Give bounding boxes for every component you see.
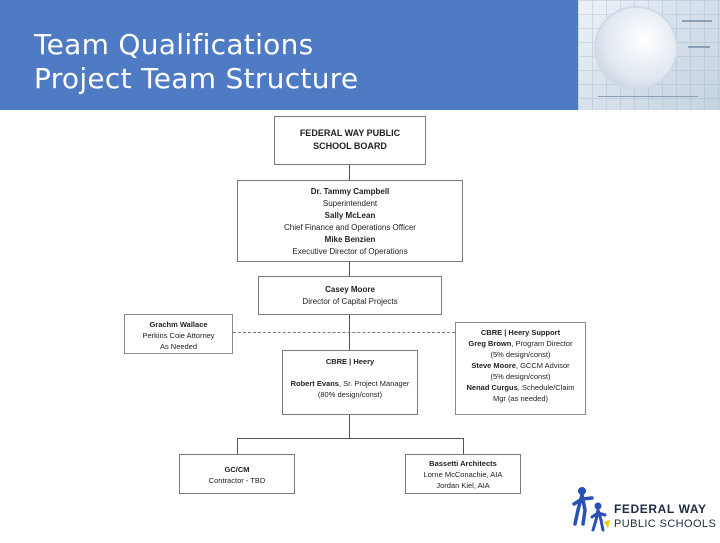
superintendent-box: Dr. Tammy Campbell Superintendent Sally …: [237, 180, 463, 262]
gccm-box: GC/CM Contractor - TBD: [179, 454, 295, 494]
architect-1: Lorne McConachie, AIA: [423, 470, 503, 479]
connector-line: [349, 165, 350, 180]
connector-line: [237, 438, 238, 454]
logo-line-1: FEDERAL WAY: [614, 502, 707, 516]
legal-role: Perkins Coie Attorney: [142, 331, 215, 340]
support-heading: CBRE | Heery Support: [480, 328, 561, 337]
slide-title-line-2: Project Team Structure: [34, 62, 359, 95]
project-manager-title: , Sr. Project Manager: [338, 379, 410, 388]
cfo-name: Sally McLean: [324, 211, 376, 220]
dashed-connector-line: [233, 332, 455, 333]
legal-name: Grachm Wallace: [149, 320, 208, 329]
board-line-2: SCHOOL BOARD: [313, 141, 387, 151]
program-director-name: Greg Brown: [468, 339, 512, 348]
slide-title-line-1: Team Qualifications: [34, 28, 314, 61]
architects-heading: Bassetti Architects: [429, 459, 497, 468]
school-board-box: FEDERAL WAY PUBLIC SCHOOL BOARD: [274, 116, 426, 165]
people-figures-icon: [572, 487, 610, 532]
program-director-title: , Program Director: [511, 339, 573, 348]
blueprint-image: [578, 0, 720, 110]
logo-line-2: PUBLIC SCHOOLS: [614, 518, 717, 530]
architect-2: Jordan Kiel, AIA: [436, 481, 490, 490]
operations-director-title: Executive Director of Operations: [292, 247, 408, 256]
connector-line: [237, 438, 464, 439]
gccm-heading: GC/CM: [224, 465, 250, 474]
schedule-manager-line: Nenad Curgus, Schedule/Claim: [456, 382, 585, 393]
architects-box: Bassetti Architects Lorne McConachie, AI…: [405, 454, 521, 494]
gccm-advisor-line: Steve Moore, GCCM Advisor: [456, 360, 585, 371]
program-director-allocation: (5% design/const): [490, 350, 551, 359]
gccm-advisor-title: , GCCM Advisor: [515, 361, 570, 370]
slide-header: Team Qualifications Project Team Structu…: [0, 0, 720, 110]
superintendent-title: Superintendent: [322, 199, 378, 208]
project-manager-line: Robert Evans, Sr. Project Manager: [283, 378, 417, 389]
capital-projects-title: Director of Capital Projects: [302, 297, 398, 306]
blueprint-mark: [598, 96, 698, 97]
capital-projects-box: Casey Moore Director of Capital Projects: [258, 276, 442, 315]
schedule-manager-title: , Schedule/Claim: [517, 383, 575, 392]
blueprint-roll: [596, 8, 676, 88]
cfo-title: Chief Finance and Operations Officer: [284, 223, 416, 232]
operations-director-name: Mike Benzien: [324, 235, 376, 244]
legal-availability: As Needed: [159, 342, 198, 351]
blueprint-mark: [682, 20, 712, 22]
legal-counsel-box: Grachm Wallace Perkins Coie Attorney As …: [124, 314, 233, 354]
cbre-heery-box: CBRE | Heery Robert Evans, Sr. Project M…: [282, 350, 418, 415]
connector-line: [463, 438, 464, 454]
capital-projects-name: Casey Moore: [325, 285, 375, 294]
blueprint-mark: [688, 46, 710, 48]
connector-line: [349, 415, 350, 438]
connector-line: [349, 262, 350, 276]
schedule-manager-name: Nenad Curgus: [466, 383, 518, 392]
program-director-line: Greg Brown, Program Director: [456, 338, 585, 349]
cbre-heery-support-box: CBRE | Heery Support Greg Brown, Program…: [455, 322, 586, 415]
cbre-heery-heading: CBRE | Heery: [325, 357, 375, 366]
schedule-manager-note: Mgr (as needed): [492, 394, 549, 403]
board-line-1: FEDERAL WAY PUBLIC: [299, 128, 401, 138]
project-manager-allocation: (80% design/const): [317, 390, 383, 399]
federal-way-logo: FEDERAL WAY PUBLIC SCHOOLS: [568, 484, 718, 538]
gccm-contractor: Contractor - TBD: [208, 476, 266, 485]
gccm-advisor-allocation: (5% design/const): [490, 372, 551, 381]
gccm-advisor-name: Steve Moore: [471, 361, 516, 370]
superintendent-name: Dr. Tammy Campbell: [310, 187, 390, 196]
project-manager-name: Robert Evans: [290, 379, 339, 388]
